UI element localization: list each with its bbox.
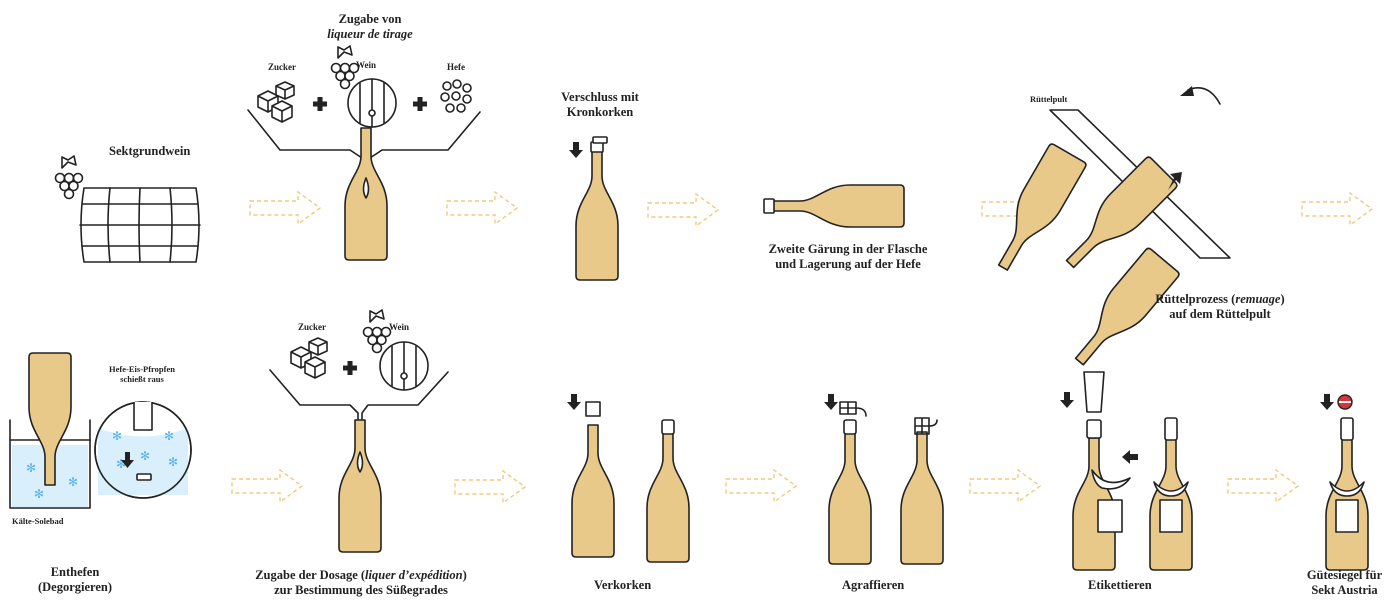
- svg-text:✻: ✻: [68, 475, 78, 489]
- title-line: auf dem Rüttelpult: [1169, 307, 1271, 321]
- step-title-quality-seal: Gütesiegel für Sekt Austria: [1292, 568, 1397, 598]
- svg-text:✻: ✻: [116, 457, 126, 471]
- title-line: zur Bestimmung des Süßegrades: [274, 583, 448, 597]
- flow-arrow: [231, 469, 303, 503]
- cork-icon: [585, 401, 601, 417]
- bottle-icon: [1072, 419, 1116, 571]
- crown-cap-icon: [592, 136, 608, 144]
- plus-icon: [413, 97, 427, 111]
- foil-cap-icon: [1083, 371, 1105, 413]
- down-arrow-icon: [1320, 394, 1334, 410]
- flow-arrow: [1301, 192, 1373, 226]
- step-title-riddling: Rüttelprozess (remuage) auf dem Rüttelpu…: [1120, 292, 1320, 322]
- bottle-icon: [338, 419, 382, 553]
- bottle-icon: [571, 424, 615, 558]
- title-line: Enthefen: [50, 565, 100, 579]
- label-riddling-rack: Rüttelpult: [1030, 94, 1068, 104]
- wine-barrel-icon: [79, 187, 201, 263]
- wire-hood-icon: [839, 401, 867, 417]
- sugar-cubes-icon: [290, 337, 328, 379]
- barrel-icon: [379, 341, 429, 391]
- flow-arrow: [249, 191, 321, 225]
- svg-text:✻: ✻: [112, 429, 122, 443]
- title-line: Kronkorken: [566, 105, 634, 119]
- step-title-crown-cap: Verschluss mit Kronkorken: [530, 90, 670, 120]
- down-arrow-icon: [121, 452, 134, 468]
- label-ice-plug: Hefe-Eis-Pfropfen schießt raus: [92, 364, 192, 384]
- flow-arrow: [969, 469, 1041, 503]
- corked-bottle-icon: [646, 419, 690, 563]
- left-arrow-icon: [1122, 450, 1138, 464]
- svg-text:✻: ✻: [168, 455, 178, 469]
- title-line: Zugabe der Dosage (liquer d’expédition): [255, 568, 467, 582]
- label-sugar: Zucker: [268, 62, 296, 72]
- title-line: und Lagerung auf der Hefe: [775, 257, 921, 271]
- down-arrow-icon: [1060, 392, 1074, 408]
- flow-arrow: [725, 469, 797, 503]
- grapes-icon: [330, 45, 360, 90]
- title-line: Zugabe von: [338, 12, 402, 26]
- bottle-icon: [828, 419, 872, 565]
- plus-icon: [343, 361, 357, 375]
- title-line: liqueur de tirage: [327, 27, 413, 41]
- label-sugar: Zucker: [298, 322, 326, 332]
- label-wine: Wein: [389, 322, 410, 332]
- wired-bottle-icon: [900, 417, 944, 565]
- label-wine: Wein: [356, 60, 377, 70]
- bottle-icon: [344, 127, 388, 261]
- labelled-bottle-icon: [1149, 417, 1193, 571]
- svg-text:✻: ✻: [26, 461, 36, 475]
- step-title-wire-hood: Agraffieren: [842, 578, 905, 592]
- flow-arrow: [1227, 469, 1299, 503]
- down-arrow-icon: [567, 394, 581, 410]
- flow-arrow: [454, 470, 526, 504]
- sugar-cubes-icon: [257, 81, 295, 123]
- title-line: Gütesiegel für: [1306, 568, 1383, 582]
- grapes-icon: [362, 309, 392, 354]
- bottle-icon: [575, 141, 619, 281]
- plus-icon: [313, 97, 327, 111]
- title-line: Zweite Gärung in der Flasche: [768, 242, 928, 256]
- sealed-bottle-icon: [1325, 417, 1369, 571]
- down-arrow-icon: [824, 394, 838, 410]
- flow-arrow: [446, 191, 518, 225]
- step-title-disgorging: Enthefen (Degorgieren): [20, 565, 130, 595]
- svg-text:✻: ✻: [164, 429, 174, 443]
- label-brine-bath: Kälte-Solebad: [12, 516, 64, 526]
- funnel-icon: [269, 369, 449, 426]
- magnified-ice-plug-icon: [94, 401, 192, 499]
- flow-arrow: [647, 193, 719, 227]
- yeast-icon: [440, 79, 472, 113]
- bottle-lying-icon: [763, 184, 905, 228]
- title-line: Rüttelprozess (remuage): [1155, 292, 1285, 306]
- body-label-icon: [1097, 499, 1123, 533]
- label-line: schießt raus: [120, 374, 164, 385]
- push-arrow-icon: [1168, 172, 1182, 190]
- label-line: Hefe-Eis-Pfropfen: [109, 364, 175, 374]
- ice-plug-icon: [136, 473, 152, 481]
- title-line: (Degorgieren): [37, 580, 113, 594]
- down-arrow-icon: [569, 142, 583, 158]
- rotate-arrow-icon: [1180, 86, 1221, 105]
- step-title-dosage: Zugabe der Dosage (liquer d’expédition) …: [206, 568, 516, 598]
- step-title-tirage: Zugabe von liqueur de tirage: [300, 12, 440, 42]
- label-yeast: Hefe: [447, 62, 465, 72]
- svg-text:✻: ✻: [140, 449, 150, 463]
- neck-label-icon: [1091, 469, 1131, 490]
- title-line: Sekt Austria: [1311, 583, 1378, 597]
- step-title-second-fermentation: Zweite Gärung in der Flasche und Lagerun…: [728, 242, 968, 272]
- step-title-labelling: Etikettieren: [1088, 578, 1152, 592]
- step-title-corking: Verkorken: [594, 578, 652, 592]
- svg-text:✻: ✻: [34, 487, 44, 501]
- quality-seal-icon: [1337, 394, 1353, 410]
- barrel-icon: [347, 78, 397, 128]
- step-title-base-wine: Sektgrundwein: [109, 144, 191, 158]
- grapes-icon: [54, 155, 84, 200]
- title-line: Verschluss mit: [561, 90, 639, 104]
